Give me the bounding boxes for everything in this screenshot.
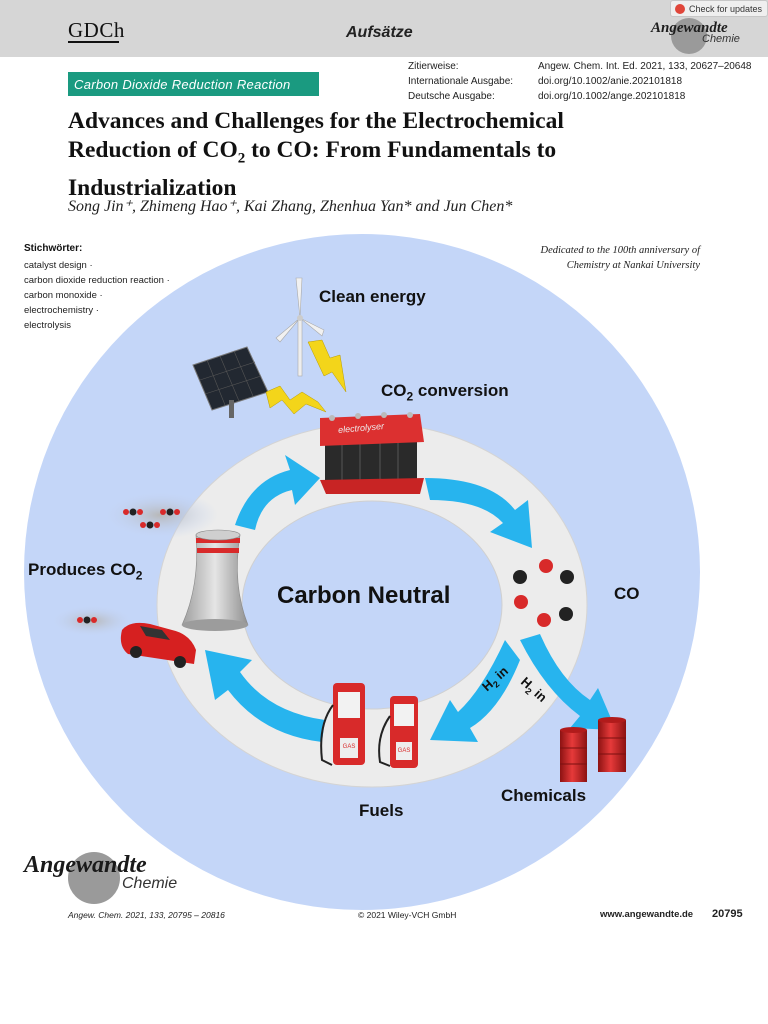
dedication-line: Chemistry at Nankai University	[566, 260, 700, 271]
footer-url-link[interactable]: www.angewandte.de	[600, 909, 694, 920]
arrow-to-fuels	[430, 640, 520, 742]
keyword-item: carbon dioxide reduction reaction ·	[24, 275, 170, 286]
citation-label: Zitierweise:	[408, 61, 459, 72]
label-subscript: 2	[406, 389, 414, 404]
keyword-item: electrolysis	[24, 320, 71, 331]
wind-turbine-icon	[275, 277, 325, 377]
footer-logo-sub: Chemie	[122, 875, 178, 892]
dedication: Dedicated to the 100th anniversary of Ch…	[460, 243, 700, 273]
keyword-item: carbon monoxide ·	[24, 290, 103, 301]
co2-cloud-icon	[102, 491, 218, 539]
label-produces-co2: Produces CO2	[28, 560, 142, 582]
gdch-logo: GDCh	[68, 18, 125, 42]
label-fuels: Fuels	[359, 801, 404, 820]
label-clean-energy: Clean energy	[319, 287, 426, 306]
cooling-tower-icon	[181, 529, 249, 631]
citation-label: Deutsche Ausgabe:	[408, 91, 495, 102]
article-title: Advances and Challenges for the Electroc…	[68, 107, 688, 203]
keyword-item: electrochemistry ·	[24, 305, 99, 316]
page-header: GDCh Aufsätze Angewandte Chemie	[0, 0, 768, 57]
solar-panel-icon	[192, 346, 269, 418]
co-molecule-icon	[537, 607, 573, 627]
citation-row: Internationale Ausgabe: doi.org/10.1002/a…	[408, 76, 682, 87]
lightning-icon	[265, 385, 327, 415]
gas-pump-icon: GAS	[378, 696, 418, 768]
gas-pump-icon: GAS	[320, 683, 365, 766]
barrel-icon	[560, 727, 587, 782]
dedication-line: Dedicated to the 100th anniversary of	[540, 245, 700, 256]
co2-cloud-icon	[50, 605, 134, 637]
keywords-heading: Stichwörter:	[24, 243, 83, 254]
label-subscript: 2	[135, 568, 143, 583]
doi-link-international[interactable]: doi.org/10.1002/anie.202101818	[538, 76, 683, 87]
citation-label: Internationale Ausgabe:	[408, 76, 514, 87]
topic-badge-label: Carbon Dioxide Reduction Reaction	[74, 76, 291, 92]
footer-citation: Angew. Chem. 2021, 133, 20795 – 20816	[68, 910, 225, 920]
check-updates-label: Check for updates	[689, 3, 763, 14]
title-line: Industrialization	[68, 174, 237, 201]
co-molecule-icon	[539, 559, 574, 584]
arrow-to-co	[425, 478, 532, 548]
keywords-list: catalyst design · carbon dioxide reducti…	[24, 258, 170, 333]
lightning-icon	[307, 339, 347, 393]
doi-link-german[interactable]: doi.org/10.1002/ange.202101818	[538, 91, 686, 102]
label-text: Produces CO	[28, 560, 136, 579]
arrow-to-electrolyser	[235, 455, 320, 530]
title-text: to CO: From Fundamentals to	[245, 137, 557, 163]
arrow-to-co2-source	[205, 650, 325, 742]
check-updates-icon	[675, 3, 685, 14]
citation-row: Deutsche Ausgabe: doi.org/10.1002/ange.20…	[408, 91, 685, 102]
barrel-icon	[598, 717, 626, 772]
footer-logo-name: Angewandte	[24, 852, 147, 878]
author-list: Song Jin⁺, Zhimeng Hao⁺, Kai Zhang, Zhen…	[68, 198, 513, 215]
label-text: conversion	[413, 381, 509, 400]
page-number: 20795	[712, 908, 743, 920]
keyword-item: catalyst design ·	[24, 260, 93, 271]
label-h2-in: H2 in	[479, 663, 513, 696]
label-carbon-neutral: Carbon Neutral	[277, 582, 451, 609]
label-co: CO	[614, 584, 640, 603]
label-co2-conversion: CO2 conversion	[381, 381, 509, 403]
citation-row: Zitierweise: Angew. Chem. Int. Ed. 2021, …	[408, 61, 752, 72]
check-updates-button[interactable]: Check for updates	[670, 0, 768, 17]
footer-logo-mark	[68, 852, 120, 904]
gas-pump-label: GAS	[343, 744, 356, 750]
gdch-logo-underline	[68, 41, 119, 43]
topic-badge: Carbon Dioxide Reduction Reaction	[68, 72, 319, 96]
electrolyser-label: electrolyser	[337, 421, 385, 435]
title-text: Reduction of CO	[68, 137, 238, 163]
title-line: Reduction of CO2 to CO: From Fundamental…	[68, 136, 688, 174]
footer-copyright: © 2021 Wiley-VCH GmbH	[358, 910, 457, 920]
journal-logo-sub: Chemie	[702, 33, 740, 45]
label-h2-in: H2 in	[516, 674, 550, 707]
car-icon	[120, 622, 196, 668]
citation-value: Angew. Chem. Int. Ed. 2021, 133, 20627–2…	[538, 61, 752, 72]
journal-logo-name: Angewandte	[651, 20, 728, 36]
label-chemicals: Chemicals	[501, 786, 587, 805]
journal-logo-mark	[671, 18, 707, 54]
co-molecule-icon	[513, 570, 528, 609]
title-subscript: 2	[237, 150, 246, 167]
label-text: CO	[381, 381, 407, 400]
gas-pump-label: GAS	[398, 748, 411, 754]
title-line: Advances and Challenges for the Electroc…	[68, 108, 564, 134]
section-title: Aufsätze	[346, 24, 413, 41]
